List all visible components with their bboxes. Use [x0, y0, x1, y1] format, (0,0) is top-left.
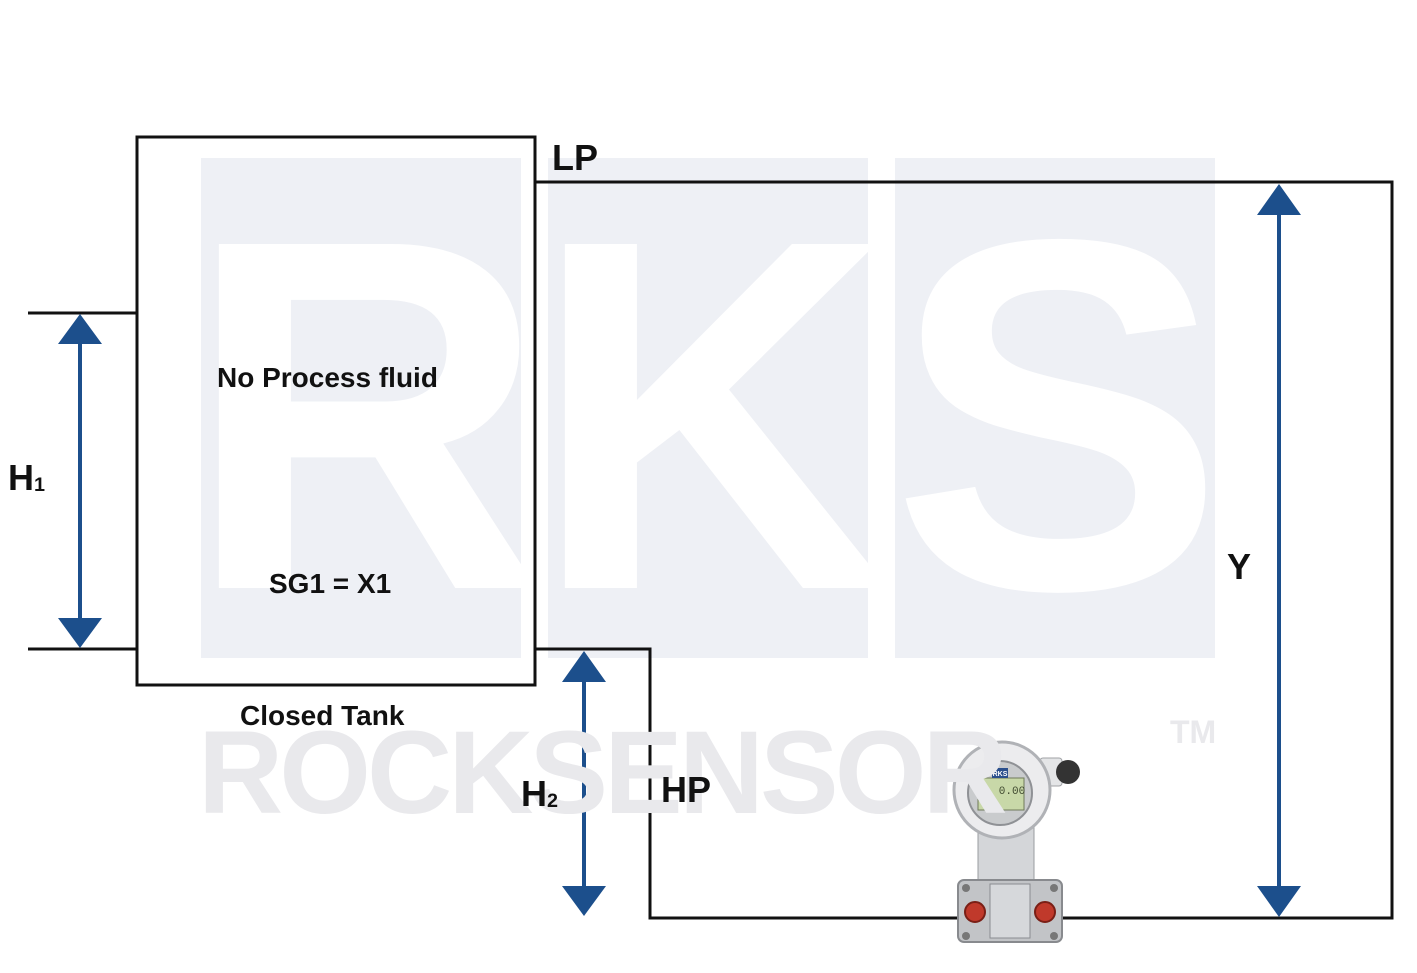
lcd-display [977, 777, 1025, 811]
transmitter-logo-text: RKS [993, 771, 1008, 778]
transmitter-logo-badge [992, 768, 1008, 778]
closed-tank [135, 135, 537, 687]
h1-label-main: H [8, 457, 34, 498]
h2-label-sub: 2 [547, 789, 559, 812]
watermark-trademark: TM [1170, 714, 1217, 750]
h2-label: H2 [521, 776, 558, 812]
tank-content-label: No Process fluid [217, 362, 438, 393]
watermark-panel-k [548, 158, 868, 658]
watermark-panel-r [201, 158, 521, 658]
hp-impulse-line [535, 647, 960, 920]
watermark-letter-s: S [891, 135, 1225, 694]
tank-name-label: Closed Tank [240, 700, 405, 731]
watermark-panel-s [895, 158, 1215, 658]
lp-label: LP [552, 137, 599, 178]
h1-label-sub: 1 [34, 473, 46, 496]
watermark-letter-r: R [185, 135, 546, 694]
h1-label: H1 [8, 460, 45, 496]
lp-process-port-icon [1034, 901, 1056, 923]
y-label: Y [1227, 546, 1252, 587]
cable-gland-icon [1056, 760, 1080, 784]
specific-gravity-label: SG1 = X1 [269, 568, 392, 599]
pressure-transmitter: 0.00 RKS [952, 740, 1080, 943]
watermark-brand-word: ROCKSENSOR [198, 707, 1008, 839]
hp-label: HP [661, 769, 712, 810]
watermark-panels: R K S [185, 135, 1224, 694]
h1-dimension-arrow [58, 314, 102, 648]
lp-impulse-line [535, 180, 1394, 920]
y-dimension-arrow [1257, 184, 1301, 917]
transmitter-sensor-body [989, 883, 1031, 939]
lcd-reading: 0.00 [999, 786, 1025, 798]
h2-dimension-arrow [562, 651, 606, 916]
watermark-letter-k: K [531, 135, 892, 694]
h2-label-main: H [521, 773, 547, 814]
hp-process-port-icon [964, 901, 986, 923]
